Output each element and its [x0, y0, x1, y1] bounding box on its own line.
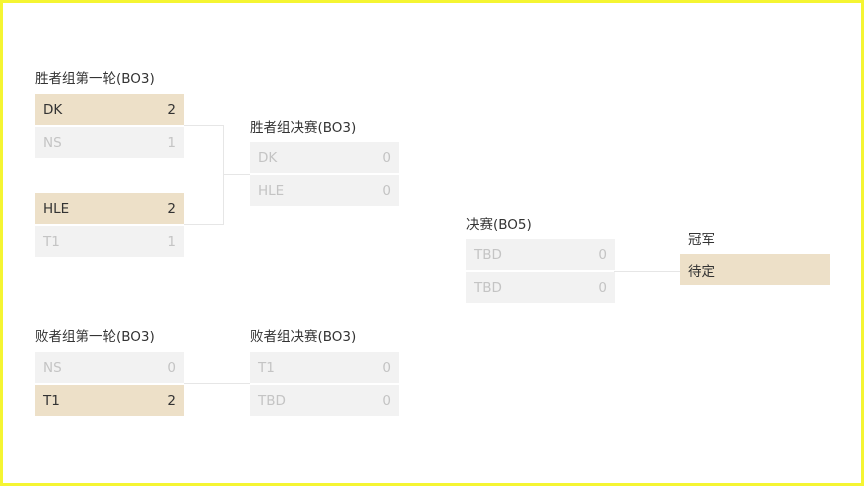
- team-name: DK: [43, 101, 63, 118]
- team-score: 0: [382, 359, 391, 376]
- upper-r1-title: 胜者组第一轮(BO3): [35, 71, 155, 87]
- grand-final-title: 决赛(BO5): [466, 217, 532, 233]
- connector: [184, 383, 250, 384]
- team-name: T1: [43, 392, 60, 409]
- connector: [184, 125, 223, 126]
- connector: [184, 224, 223, 225]
- match-row[interactable]: T1 1: [35, 226, 184, 257]
- connector: [223, 125, 224, 225]
- team-score: 0: [598, 279, 607, 296]
- match-row[interactable]: NS 1: [35, 127, 184, 158]
- team-name: T1: [43, 233, 60, 250]
- match-row[interactable]: T1 0: [250, 352, 399, 383]
- team-score: 1: [167, 233, 176, 250]
- upper-final-title: 胜者组决赛(BO3): [250, 120, 357, 136]
- lower-r1-title: 败者组第一轮(BO3): [35, 329, 155, 345]
- connector: [223, 174, 250, 175]
- team-name: HLE: [43, 200, 70, 217]
- match-row[interactable]: DK 2: [35, 94, 184, 125]
- team-name: TBD: [474, 279, 502, 296]
- team-name: NS: [43, 359, 62, 376]
- team-name: NS: [43, 134, 62, 151]
- team-score: 0: [598, 246, 607, 263]
- match-row[interactable]: TBD 0: [466, 239, 615, 270]
- match-row[interactable]: DK 0: [250, 142, 399, 173]
- match-row[interactable]: HLE 2: [35, 193, 184, 224]
- team-score: 0: [167, 359, 176, 376]
- match-row[interactable]: NS 0: [35, 352, 184, 383]
- team-score: 2: [167, 200, 176, 217]
- match-row[interactable]: TBD 0: [466, 272, 615, 303]
- team-name: TBD: [474, 246, 502, 263]
- match-row[interactable]: T1 2: [35, 385, 184, 416]
- team-name: T1: [258, 359, 275, 376]
- team-name: TBD: [258, 392, 286, 409]
- champion-value: 待定: [688, 263, 715, 280]
- champion-box[interactable]: 待定: [680, 254, 830, 285]
- lower-final-title: 败者组决赛(BO3): [250, 329, 357, 345]
- team-name: DK: [258, 149, 278, 166]
- team-name: HLE: [258, 182, 285, 199]
- team-score: 2: [167, 101, 176, 118]
- team-score: 1: [167, 134, 176, 151]
- champion-title: 冠军: [688, 232, 715, 248]
- team-score: 0: [382, 182, 391, 199]
- team-score: 0: [382, 149, 391, 166]
- team-score: 0: [382, 392, 391, 409]
- match-row[interactable]: HLE 0: [250, 175, 399, 206]
- connector: [614, 271, 680, 272]
- team-score: 2: [167, 392, 176, 409]
- match-row[interactable]: TBD 0: [250, 385, 399, 416]
